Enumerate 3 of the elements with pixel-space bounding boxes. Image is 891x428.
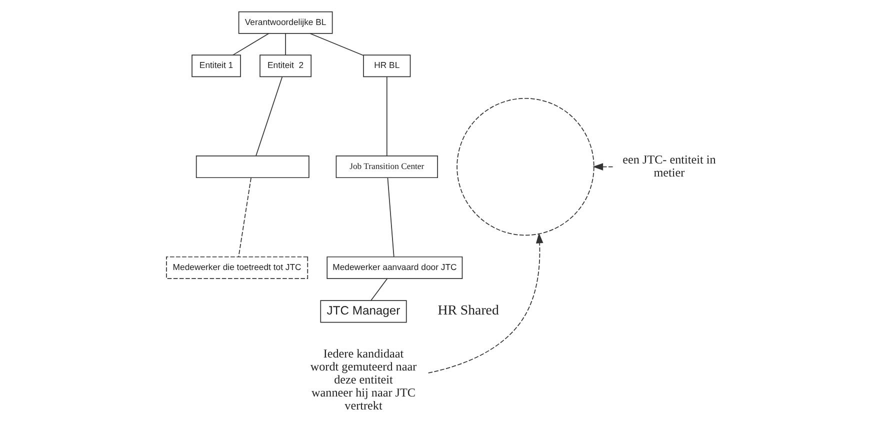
node-text: een JTC- entiteit in metier [622, 152, 716, 180]
label: HR Shared [437, 302, 498, 318]
node-text: Iedere kandidaat wordt gemuteerd naar deze entiteit wanneer hij naar JTC vertrekt [310, 346, 416, 412]
